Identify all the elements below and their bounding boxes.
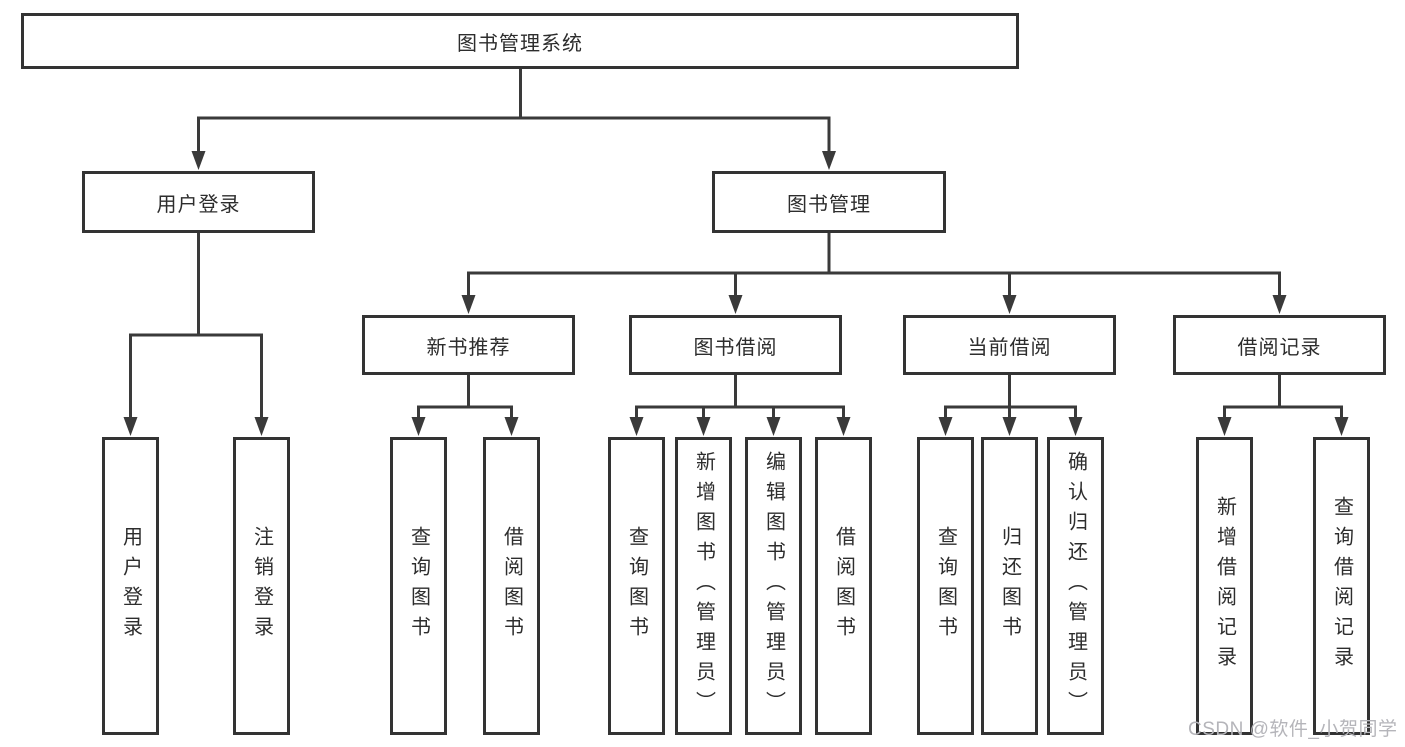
leaf-edit-book-admin-label: 编辑图书（管理员） (762, 451, 785, 721)
csdn-watermark: CSDN @软件_小贺同学 (1188, 719, 1398, 740)
leaf-query-books-current: 查询图书 (917, 437, 974, 735)
leaf-query-books-borrow: 查询图书 (608, 437, 665, 735)
leaf-add-borrow-record-label: 新增借阅记录 (1213, 496, 1236, 676)
node-book-borrow: 图书借阅 (629, 315, 842, 375)
leaf-logout-label: 注销登录 (250, 526, 273, 646)
leaf-query-borrow-record-label: 查询借阅记录 (1330, 496, 1353, 676)
node-user-login-label: 用户登录 (156, 193, 241, 216)
leaf-borrow-books-label: 借阅图书 (832, 526, 855, 646)
node-book-management-label: 图书管理 (787, 193, 871, 216)
leaf-borrow-books: 借阅图书 (815, 437, 872, 735)
leaf-confirm-return-admin: 确认归还（管理员） (1047, 437, 1104, 735)
leaf-add-borrow-record: 新增借阅记录 (1196, 437, 1253, 735)
node-book-borrow-label: 图书借阅 (693, 336, 778, 359)
node-new-book-recommend: 新书推荐 (362, 315, 575, 375)
leaf-query-books-recommend: 查询图书 (390, 437, 447, 735)
leaf-edit-book-admin: 编辑图书（管理员） (745, 437, 802, 735)
leaf-logout: 注销登录 (233, 437, 290, 735)
leaf-borrow-books-recommend: 借阅图书 (483, 437, 540, 735)
node-borrow-records-label: 借阅记录 (1237, 336, 1322, 359)
leaf-query-books-current-label: 查询图书 (934, 526, 957, 646)
leaf-user-login-label: 用户登录 (119, 526, 142, 646)
leaf-add-book-admin: 新增图书（管理员） (675, 437, 732, 735)
node-root-label: 图书管理系统 (457, 32, 583, 55)
node-book-management: 图书管理 (712, 171, 946, 233)
leaf-confirm-return-admin-label: 确认归还（管理员） (1064, 451, 1087, 721)
leaf-borrow-books-recommend-label: 借阅图书 (500, 526, 523, 646)
node-new-book-recommend-label: 新书推荐 (426, 336, 511, 359)
leaf-user-login: 用户登录 (102, 437, 159, 735)
leaf-query-borrow-record: 查询借阅记录 (1313, 437, 1370, 735)
node-root: 图书管理系统 (21, 13, 1019, 69)
node-current-borrow-label: 当前借阅 (967, 336, 1052, 359)
leaf-return-book: 归还图书 (981, 437, 1038, 735)
node-current-borrow: 当前借阅 (903, 315, 1116, 375)
node-borrow-records: 借阅记录 (1173, 315, 1386, 375)
leaf-return-book-label: 归还图书 (998, 526, 1021, 646)
node-user-login: 用户登录 (82, 171, 315, 233)
leaf-add-book-admin-label: 新增图书（管理员） (692, 451, 715, 721)
leaf-query-books-recommend-label: 查询图书 (407, 526, 430, 646)
leaf-query-books-borrow-label: 查询图书 (625, 526, 648, 646)
